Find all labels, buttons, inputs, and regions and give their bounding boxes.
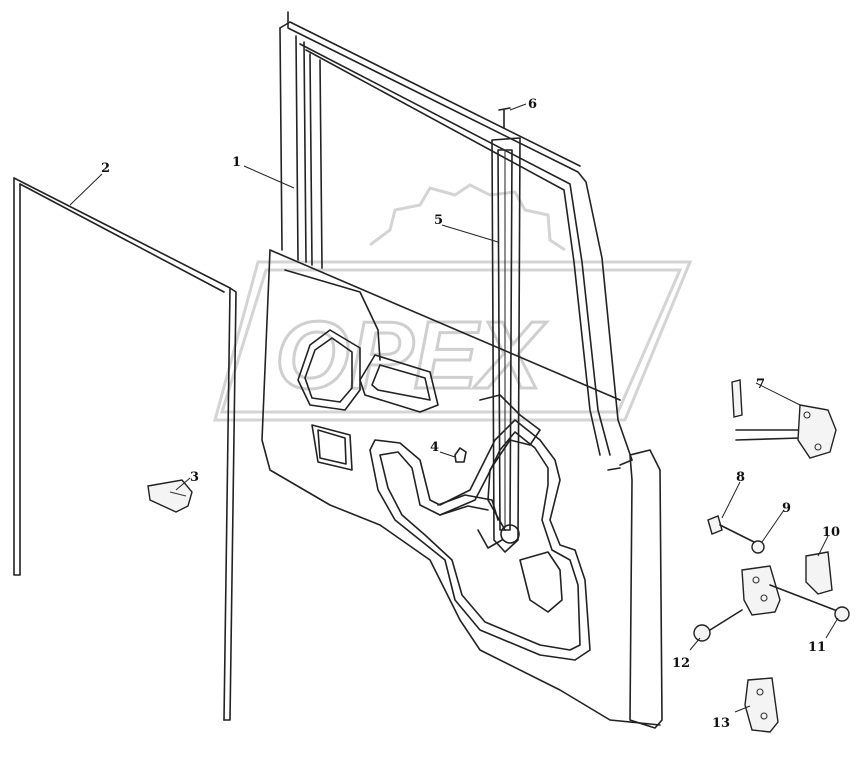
handle-part-3 [147,479,193,513]
callout-8: 8 [736,470,745,485]
callout-3: 3 [190,470,199,485]
watermark: OPEX [213,183,693,422]
door-check-part-7 [731,379,837,459]
leader-lines [69,103,839,713]
callout-12: 12 [672,656,690,671]
callout-7: 7 [756,377,765,392]
callout-11: 11 [808,640,826,655]
door-frame-part [261,11,663,729]
callout-6: 6 [528,97,537,112]
callout-5: 5 [434,213,443,228]
door-seal-part [13,177,237,721]
callout-4: 4 [430,440,439,455]
hinge-assembly [693,515,850,733]
callout-labels: 1 2 3 4 5 6 7 8 9 10 11 12 13 [101,97,840,731]
callout-2: 2 [101,161,110,176]
callout-13: 13 [712,716,730,731]
window-regulator-part [454,137,541,553]
callout-9: 9 [782,501,791,516]
screw-part-6 [498,107,511,129]
callout-10: 10 [822,525,840,540]
watermark-text: OPEX [275,302,547,409]
callout-1: 1 [232,155,241,170]
